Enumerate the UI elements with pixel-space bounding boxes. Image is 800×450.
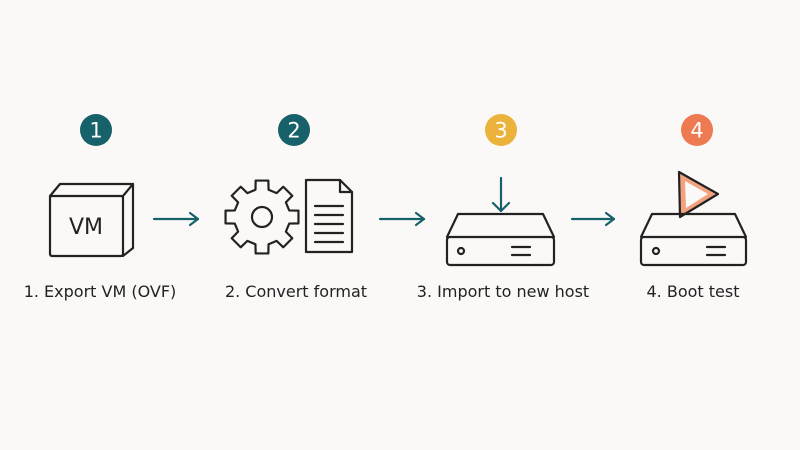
svg-text:1: 1 xyxy=(89,119,102,143)
play-icon xyxy=(677,170,720,219)
step-4-label: 4. Boot test xyxy=(646,282,740,301)
step-4-badge: 4 xyxy=(681,114,713,146)
document-icon xyxy=(304,178,354,254)
step-3-label: 3. Import to new host xyxy=(416,282,590,301)
down-arrow-icon xyxy=(491,176,511,213)
arrow-step-2-to-3 xyxy=(378,211,426,227)
arrow-step-1-to-2 xyxy=(152,211,200,227)
svg-text:4: 4 xyxy=(690,119,703,143)
gear-icon xyxy=(224,179,300,255)
step-2-label: 2. Convert format xyxy=(224,282,368,301)
arrow-step-3-to-4 xyxy=(570,211,616,227)
svg-text:3: 3 xyxy=(494,119,507,143)
vm-box-label: VM xyxy=(69,215,103,240)
svg-text:2: 2 xyxy=(287,119,300,143)
step-1-label: 1. Export VM (OVF) xyxy=(23,282,177,301)
server-icon-step-3 xyxy=(445,212,556,267)
vm-cube-icon xyxy=(48,182,135,258)
server-icon-step-4 xyxy=(639,212,748,267)
step-2-badge: 2 xyxy=(278,114,310,146)
step-1-badge: 1 xyxy=(80,114,112,146)
step-3-badge: 3 xyxy=(485,114,517,146)
